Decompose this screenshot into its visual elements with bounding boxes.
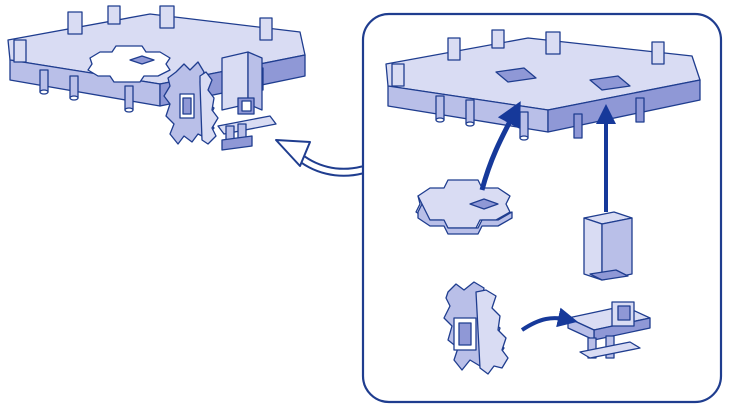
detail-upright-gear [443, 281, 509, 375]
panel-to-unit-arrow [275, 139, 367, 177]
detail-panel [385, 29, 701, 375]
assembled-axle-block [221, 51, 263, 115]
detail-square-axle [583, 211, 633, 281]
gear-to-connector-arrow [520, 307, 578, 332]
assembled-unit [7, 5, 306, 151]
assembled-cross-connector [217, 115, 277, 151]
assembled-upright-gear [163, 61, 219, 145]
detail-base-plate [385, 29, 701, 141]
detail-flat-gear [415, 179, 513, 235]
step-arrows [479, 101, 616, 332]
assembled-flat-gear [87, 45, 171, 83]
flat-gear-to-plate-arrow [479, 101, 521, 191]
detail-cross-connector [567, 301, 651, 359]
